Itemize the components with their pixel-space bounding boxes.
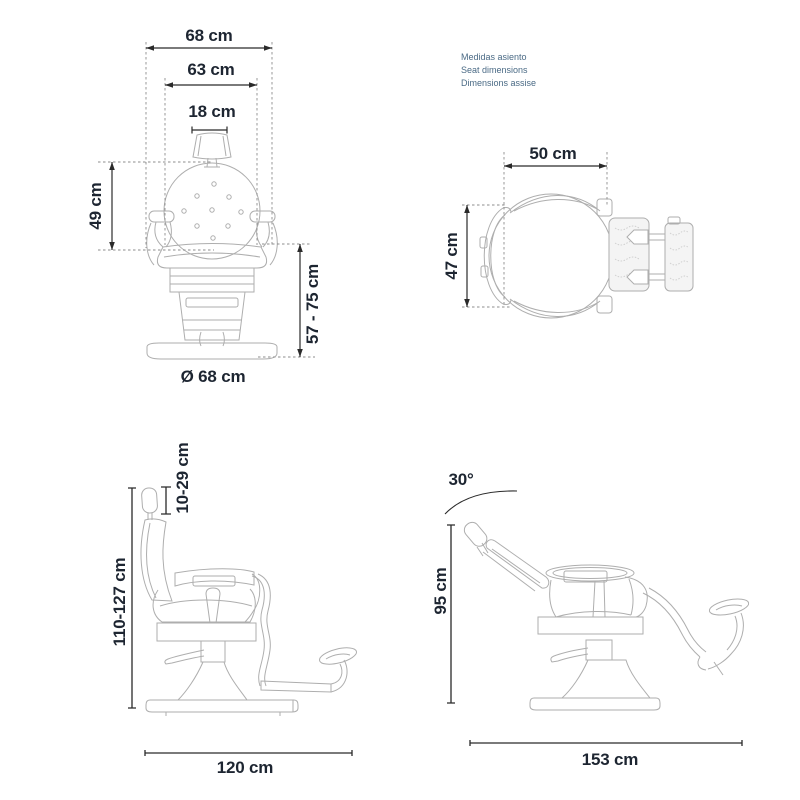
top-seat-width-label: 50 cm [529,144,577,163]
reclined-view-dimension-lines [444,490,743,746]
front-headrest-width-label: 18 cm [188,102,236,121]
top-seat-depth-label: 47 cm [442,232,461,280]
note-english: Seat dimensions [461,65,528,75]
front-seat-height-label: 57 - 75 cm [303,263,322,345]
reclined-length-label: 153 cm [581,750,639,769]
side-view-dimension-lines [128,486,353,756]
front-view-reference-lines [98,42,315,358]
side-headrest-travel-label: 10-29 cm [173,442,192,514]
front-view-chair-drawing [146,132,278,360]
side-length-label: 120 cm [216,758,274,777]
front-backrest-width-label: 63 cm [187,60,235,79]
reclined-angle-label: 30° [448,470,474,489]
note-french: Dimensions assise [461,78,537,88]
top-view-dimension-arrows [464,163,607,307]
note-spanish: Medidas asiento [461,52,527,62]
side-total-height-label: 110-127 cm [110,557,129,647]
front-backrest-height-label: 49 cm [86,182,105,230]
side-view-chair-drawing [140,487,358,716]
reclined-height-label: 95 cm [431,567,450,615]
front-overall-width-label: 68 cm [185,26,233,45]
front-view-dimension-lines [111,47,301,357]
front-view-dimension-arrows [109,45,303,357]
seat-dimensions-notes: Medidas asiento Seat dimensions Dimensio… [461,51,536,90]
front-base-diameter-label: Ø 68 cm [180,367,246,386]
top-view-chair-drawing [479,193,694,319]
top-view-dimension-lines [466,165,607,307]
reclined-view-chair-drawing [463,521,750,711]
top-view-reference-lines [462,152,608,308]
